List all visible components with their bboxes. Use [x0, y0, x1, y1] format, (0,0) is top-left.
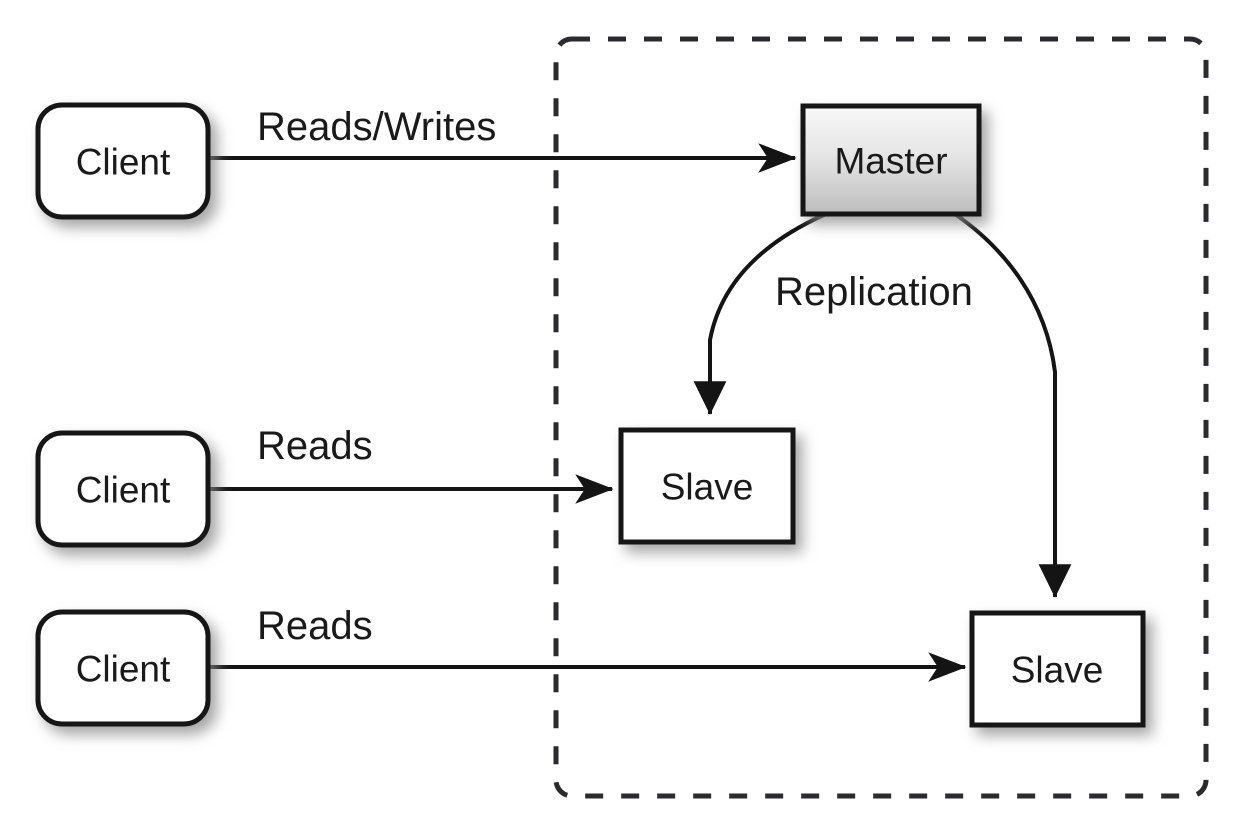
node-slave-2[interactable]: Slave: [969, 610, 1146, 728]
node-client-2[interactable]: Client: [35, 430, 211, 548]
client-3-label: Client: [76, 649, 171, 690]
edge-label-reads-top: Reads: [257, 424, 373, 468]
node-master[interactable]: Master: [800, 103, 982, 217]
edge-label-replication: Replication: [775, 270, 973, 314]
client-3-box[interactable]: [35, 609, 211, 727]
edge-label-reads-writes: Reads/Writes: [257, 105, 496, 149]
client-2-label: Client: [76, 470, 171, 511]
edge-master-slave1: [693, 212, 827, 415]
edge-master-slave2: [953, 212, 1072, 598]
slave-1-label: Slave: [661, 467, 754, 508]
client-1-label: Client: [76, 142, 171, 183]
database-cluster-region: [553, 36, 1209, 799]
slave-2-box[interactable]: [969, 610, 1146, 728]
master-label: Master: [834, 141, 947, 182]
node-slave-1[interactable]: Slave: [618, 427, 796, 545]
slave-1-box[interactable]: [618, 427, 796, 545]
edge-label-reads-bottom: Reads: [257, 604, 373, 648]
client-2-box[interactable]: [35, 430, 211, 548]
client-1-box[interactable]: [35, 102, 211, 220]
master-box[interactable]: [800, 103, 982, 217]
slave-2-label: Slave: [1011, 650, 1104, 691]
node-client-3[interactable]: Client: [35, 609, 211, 727]
node-client-1[interactable]: Client: [35, 102, 211, 220]
